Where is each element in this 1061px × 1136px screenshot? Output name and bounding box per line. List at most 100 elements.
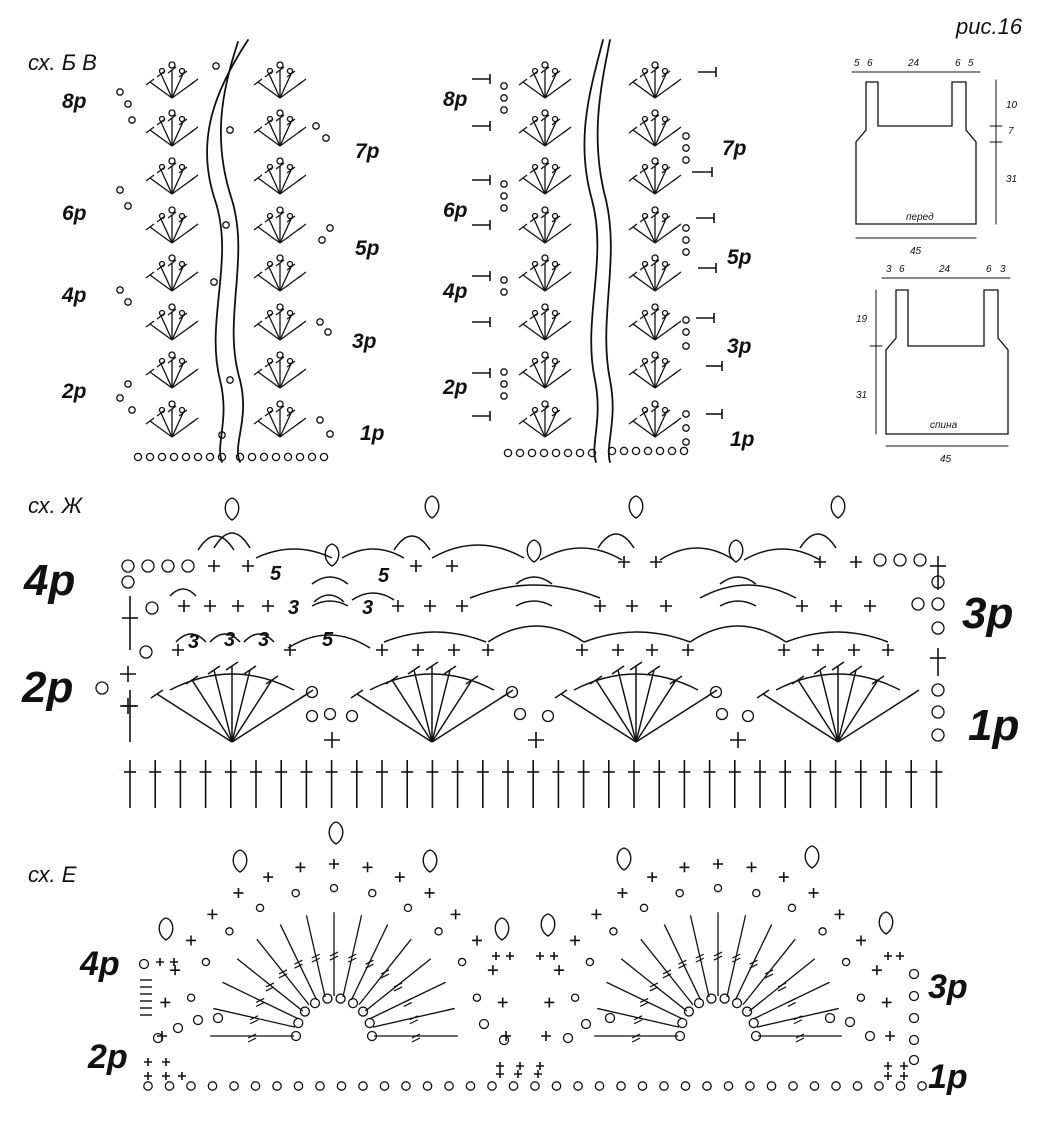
stitch-cross (650, 162, 660, 170)
chain-stitch (641, 406, 649, 414)
chain-stitch (856, 993, 866, 1002)
chain-arc (351, 592, 395, 601)
stitch-line (635, 693, 712, 743)
picot (424, 495, 440, 519)
chain-stitch (286, 163, 294, 171)
stitch-line (443, 665, 457, 675)
chain-stitch (319, 452, 329, 462)
stitch-cross (297, 320, 307, 328)
chain-count: 3 (188, 631, 199, 653)
stitch-line (617, 669, 637, 743)
picot (804, 845, 820, 869)
chain-stitch (168, 109, 176, 117)
single-crochet (808, 887, 819, 898)
stitch-cross (540, 162, 550, 170)
stitch-cross (145, 174, 155, 182)
chain-stitch (266, 67, 274, 75)
chain-stitch (95, 681, 109, 695)
stitch-cross (167, 211, 177, 219)
chain-stitch (500, 380, 508, 388)
chain-stitch (500, 368, 508, 376)
chain-stitch (667, 446, 677, 456)
chain-stitch (619, 446, 629, 456)
stitch-cross (253, 417, 263, 425)
chain-stitch (702, 1081, 712, 1091)
chain-stitch (201, 957, 211, 967)
chain-stitch (266, 260, 274, 268)
chain-stitch (152, 1032, 164, 1044)
chain-stitch (505, 685, 519, 699)
stitch-line (649, 982, 659, 988)
chain-stitch (587, 448, 597, 458)
piece-caption: перед (906, 212, 934, 223)
chain-stitch (158, 309, 166, 317)
dim-label: 3 (886, 264, 892, 275)
chain-stitch (809, 1081, 820, 1091)
chain-stitch (661, 212, 669, 220)
row-label: 7р (722, 137, 747, 160)
stitch-line (654, 363, 667, 389)
stitch-cross (661, 215, 671, 223)
stitch-line (279, 121, 292, 147)
chain-stitch (266, 406, 274, 414)
single-crochet (856, 935, 867, 946)
single-crochet (295, 862, 306, 873)
stitch-cross (178, 118, 188, 126)
scheme-e-stitches (138, 821, 927, 1091)
chain-stitch (931, 728, 945, 742)
stitch-line (413, 669, 433, 743)
single-crochet (324, 732, 340, 748)
stitch-cross (518, 320, 528, 328)
picot (830, 495, 846, 519)
scheme-bv-diagram-2: 8р 6р 4р 2р 7р 5р 3р 1р (442, 39, 755, 463)
stitch-cross (178, 360, 188, 368)
chain-stitch (226, 376, 234, 384)
chain-arc (255, 548, 333, 559)
stitch-line (678, 963, 687, 969)
chain-stitch (364, 1017, 375, 1029)
stitch-cross (628, 368, 638, 376)
stitch-line (311, 953, 321, 959)
chain-arc (393, 535, 431, 551)
chain-stitch (651, 109, 659, 117)
row-label: 2р (21, 663, 73, 712)
stitch-line (777, 986, 787, 992)
chain-stitch (186, 993, 196, 1002)
stitch-line (639, 997, 649, 1003)
chain-stitch (680, 1081, 691, 1091)
stitch-cross (661, 70, 671, 78)
single-crochet (814, 556, 826, 568)
chain-arc (175, 633, 207, 643)
single-crochet (713, 859, 723, 869)
stitch-cross (650, 211, 660, 219)
chain-stitch (133, 452, 143, 462)
single-crochet (144, 1058, 152, 1066)
dim-label: 45 (910, 246, 922, 257)
chain-stitch (661, 309, 669, 317)
chain-stitch (500, 288, 508, 296)
stitch-cross (297, 417, 307, 425)
chain-stitch (434, 927, 443, 936)
chain-stitch (271, 452, 281, 462)
stitch-line (311, 957, 321, 963)
single-crochet (156, 958, 164, 966)
stitch-cross (167, 114, 177, 122)
picot (324, 543, 340, 567)
stitch-line (279, 218, 292, 244)
dim-label: 7 (1008, 126, 1014, 137)
chain-stitch (693, 997, 705, 1009)
single-crochet (160, 997, 171, 1008)
stitch-cross (672, 271, 682, 279)
chain-stitch (562, 1032, 574, 1044)
chain-stitch (651, 157, 659, 165)
stitch-line (149, 129, 173, 147)
chain-stitch (682, 236, 690, 244)
stitch-line (329, 951, 339, 957)
chain-stitch (229, 1081, 239, 1091)
chain-stitch (864, 1030, 876, 1042)
row-label: 6р (443, 199, 468, 222)
scheme-bv: сх. Б В 8р 6р 4р 2р 7р 5р 3р 1р 8р 6р 4р… (28, 39, 755, 463)
chain-stitch (551, 115, 559, 123)
stitch-cross (253, 271, 263, 279)
stitch-line (762, 693, 839, 743)
